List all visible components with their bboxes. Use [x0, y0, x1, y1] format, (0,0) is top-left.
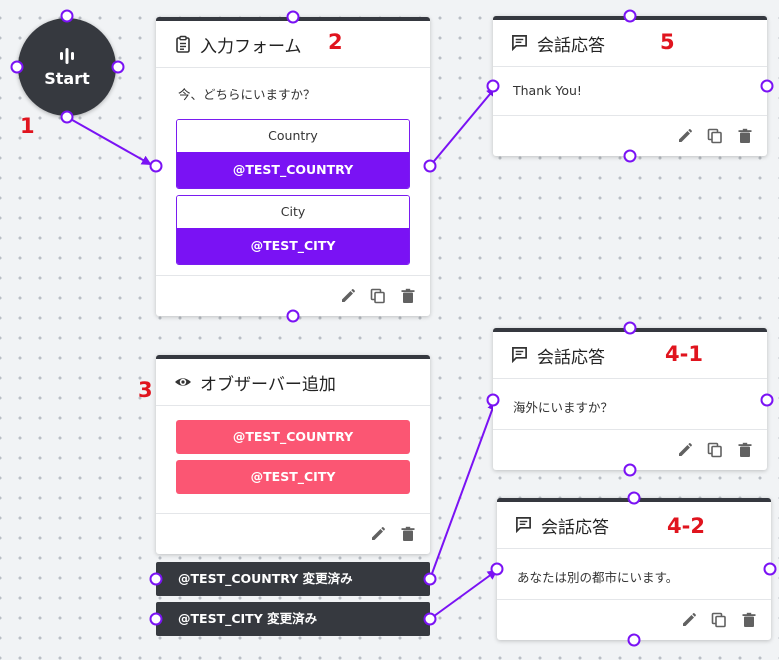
- reply-node-title: 会話応答: [537, 347, 605, 368]
- observed-variable-country[interactable]: @TEST_COUNTRY: [176, 420, 410, 454]
- field-label: City: [177, 196, 409, 228]
- reply-4-2-port-right[interactable]: [763, 562, 777, 576]
- form-port-right[interactable]: [423, 159, 437, 173]
- form-node-body: 今、どちらにいますか？ Country @TEST_COUNTRY City @…: [156, 68, 430, 285]
- reply-message: 海外にいますか？: [513, 400, 614, 415]
- annotation-2: 2: [328, 30, 343, 54]
- form-node[interactable]: 入力フォーム 今、どちらにいますか？ Country @TEST_COUNTRY…: [156, 17, 430, 316]
- trash-icon[interactable]: [741, 612, 757, 628]
- annotation-4-1: 4-1: [665, 342, 703, 366]
- reply-node-title: 会話応答: [541, 517, 609, 538]
- reply-5-port-top[interactable]: [623, 9, 637, 23]
- reply-4-1-port-left[interactable]: [486, 393, 500, 407]
- trash-icon[interactable]: [737, 442, 753, 458]
- reply-node-footer: [497, 599, 771, 640]
- field-variable: @TEST_CITY: [177, 228, 409, 264]
- reply-message: あなたは別の都市にいます。: [517, 570, 679, 585]
- audio-bars-icon: [60, 47, 74, 64]
- copy-icon[interactable]: [707, 128, 723, 144]
- copy-icon[interactable]: [711, 612, 727, 628]
- wire-form-to-reply-5: [429, 86, 497, 167]
- trash-icon[interactable]: [400, 288, 416, 304]
- reply-node-4-2[interactable]: 会話応答 あなたは別の都市にいます。: [497, 498, 771, 640]
- start-node[interactable]: Start: [18, 18, 116, 116]
- form-node-title: 入力フォーム: [200, 36, 302, 57]
- reply-5-port-left[interactable]: [486, 79, 500, 93]
- form-node-footer: [156, 275, 430, 316]
- pencil-icon[interactable]: [677, 128, 693, 144]
- reply-node-footer: [493, 115, 767, 156]
- start-port-left[interactable]: [10, 60, 24, 74]
- wire-start-to-form: [66, 116, 152, 165]
- observer-output-city-changed[interactable]: @TEST_CITY 変更済み: [156, 602, 430, 636]
- pencil-icon[interactable]: [677, 442, 693, 458]
- chat-bubble-icon: [515, 516, 533, 534]
- chat-bubble-icon: [511, 34, 529, 52]
- form-question: 今、どちらにいますか？: [178, 87, 316, 102]
- pencil-icon[interactable]: [370, 526, 386, 542]
- field-label: Country: [177, 120, 409, 152]
- copy-icon[interactable]: [707, 442, 723, 458]
- reply-node-header: 会話応答: [497, 502, 771, 549]
- observer-node-body: @TEST_COUNTRY @TEST_CITY: [156, 406, 430, 514]
- observer-city-port-right[interactable]: [423, 612, 437, 626]
- reply-node-footer: [493, 429, 767, 470]
- pencil-icon[interactable]: [681, 612, 697, 628]
- reply-node-4-1[interactable]: 会話応答 海外にいますか？: [493, 328, 767, 470]
- reply-4-1-port-right[interactable]: [760, 393, 774, 407]
- start-port-top[interactable]: [60, 9, 74, 23]
- reply-5-port-bottom[interactable]: [623, 149, 637, 163]
- clipboard-icon: [174, 35, 192, 53]
- form-port-left[interactable]: [149, 159, 163, 173]
- observed-variable-city[interactable]: @TEST_CITY: [176, 460, 410, 494]
- form-node-header: 入力フォーム: [156, 21, 430, 68]
- pencil-icon[interactable]: [340, 288, 356, 304]
- reply-node-header: 会話応答: [493, 20, 767, 67]
- copy-icon[interactable]: [370, 288, 386, 304]
- annotation-1: 1: [20, 114, 35, 138]
- wire-city-changed-to-reply-4-2: [429, 569, 498, 620]
- field-variable: @TEST_COUNTRY: [177, 152, 409, 188]
- annotation-3: 3: [138, 378, 153, 402]
- start-port-bottom[interactable]: [60, 110, 74, 124]
- trash-icon[interactable]: [737, 128, 753, 144]
- form-field-city[interactable]: City @TEST_CITY: [176, 195, 410, 265]
- reply-node-title: 会話応答: [537, 35, 605, 56]
- form-port-top[interactable]: [286, 10, 300, 24]
- start-port-right[interactable]: [111, 60, 125, 74]
- trash-icon[interactable]: [400, 526, 416, 542]
- reply-node-5[interactable]: 会話応答 Thank You!: [493, 16, 767, 156]
- chat-bubble-icon: [511, 346, 529, 364]
- reply-node-header: 会話応答: [493, 332, 767, 379]
- reply-4-2-port-left[interactable]: [490, 562, 504, 576]
- observer-country-port-left[interactable]: [149, 572, 163, 586]
- form-port-bottom[interactable]: [286, 309, 300, 323]
- start-label: Start: [44, 68, 90, 88]
- reply-5-port-right[interactable]: [760, 79, 774, 93]
- reply-4-2-port-top[interactable]: [627, 491, 641, 505]
- wire-country-changed-to-reply-4-1: [429, 400, 497, 580]
- observer-output-country-changed[interactable]: @TEST_COUNTRY 変更済み: [156, 562, 430, 596]
- form-field-country[interactable]: Country @TEST_COUNTRY: [176, 119, 410, 189]
- observer-node-footer: [156, 513, 430, 554]
- observer-node-title: オブザーバー追加: [200, 374, 336, 395]
- eye-icon: [174, 373, 192, 391]
- reply-4-1-port-bottom[interactable]: [623, 463, 637, 477]
- observer-node[interactable]: オブザーバー追加 @TEST_COUNTRY @TEST_CITY: [156, 355, 430, 554]
- annotation-4-2: 4-2: [667, 514, 705, 538]
- annotation-5: 5: [660, 30, 675, 54]
- reply-4-1-port-top[interactable]: [623, 321, 637, 335]
- reply-4-2-port-bottom[interactable]: [627, 633, 641, 647]
- observer-node-header: オブザーバー追加: [156, 359, 430, 406]
- observer-country-port-right[interactable]: [423, 572, 437, 586]
- observer-city-port-left[interactable]: [149, 612, 163, 626]
- reply-message: Thank You!: [513, 83, 582, 98]
